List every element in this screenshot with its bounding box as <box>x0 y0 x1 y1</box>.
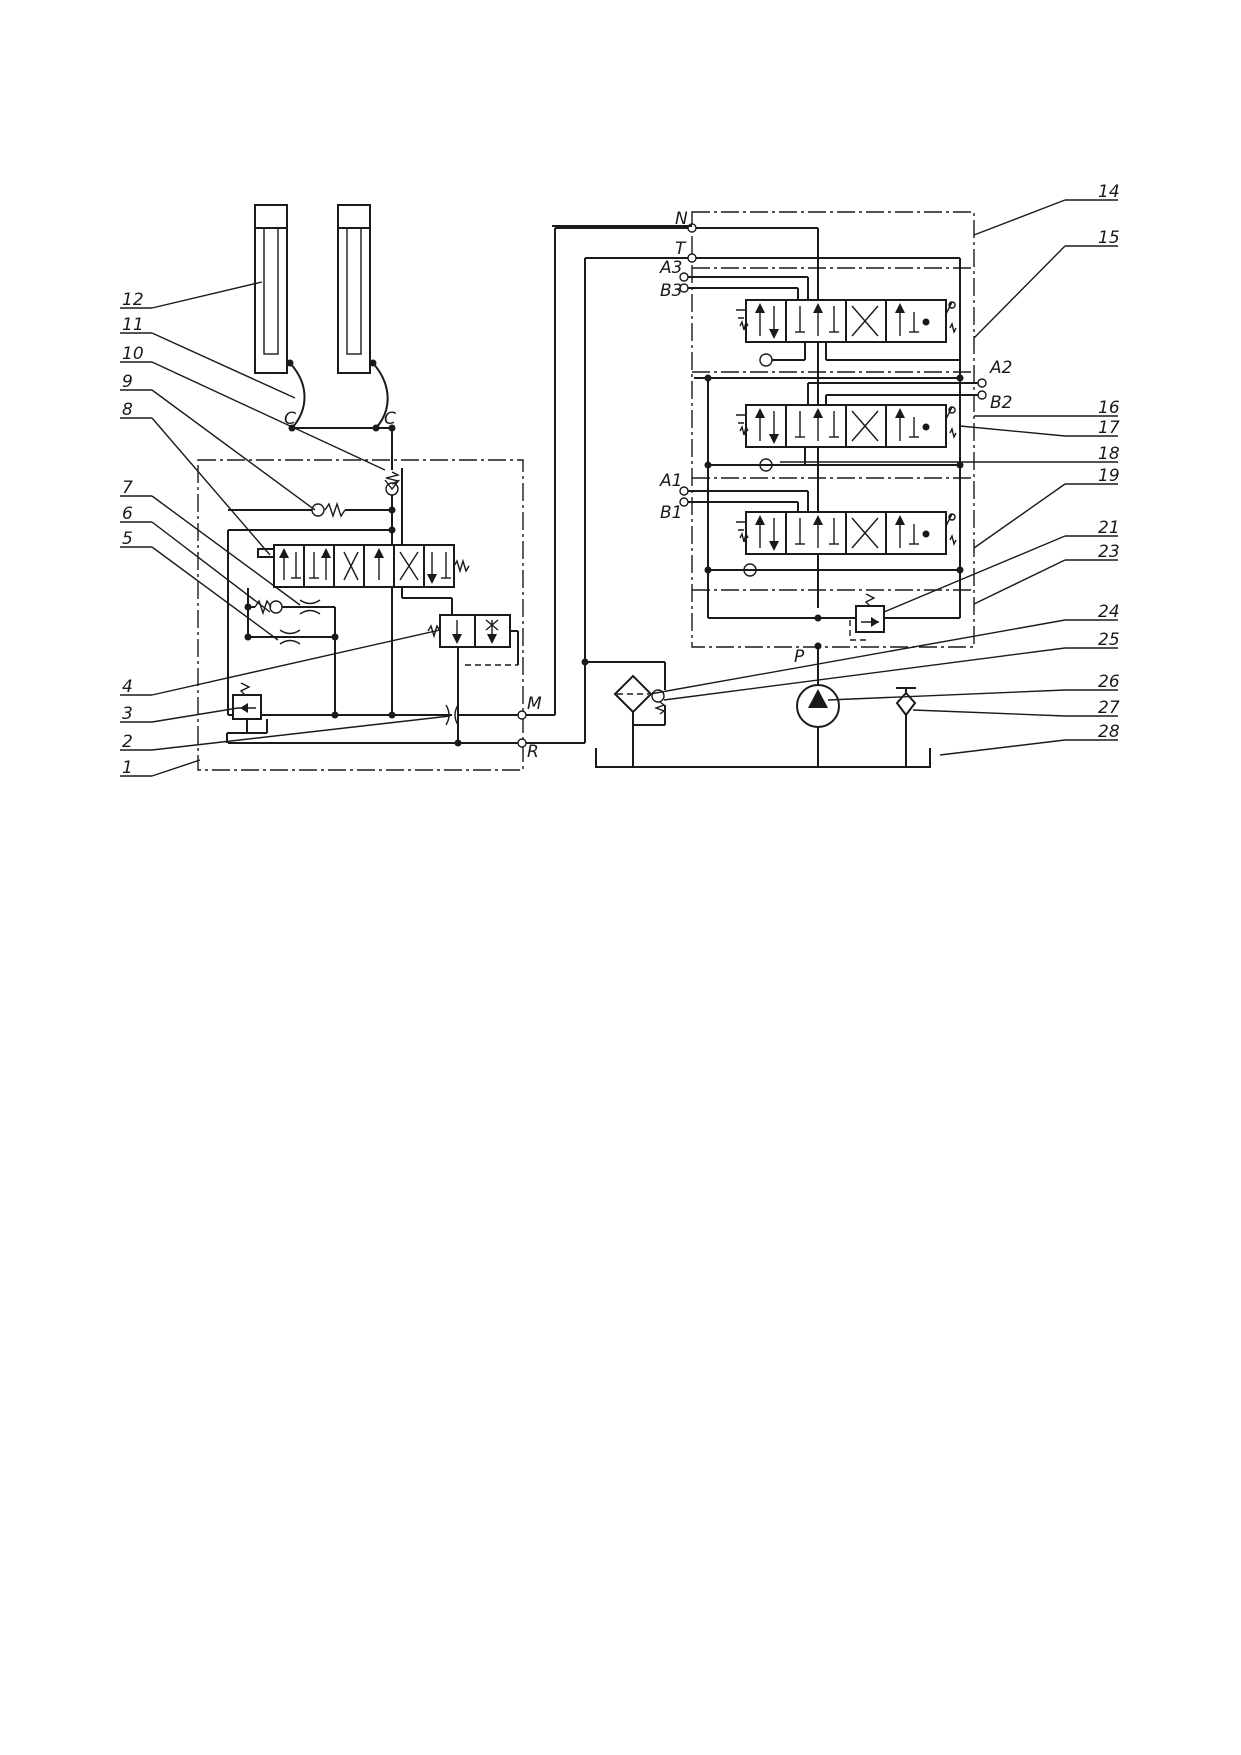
callout-label-18: 18 <box>1098 444 1120 464</box>
callout-label-9: 9 <box>122 372 133 392</box>
relief-valve-21 <box>849 593 885 641</box>
port-label-a2: A2 <box>989 358 1012 378</box>
check-valve-9 <box>311 501 346 519</box>
check-valve-10 <box>384 471 401 496</box>
port-label-b1: B1 <box>660 503 682 523</box>
callout-7: 7 <box>120 478 301 606</box>
cylinder-right <box>337 204 371 374</box>
callout-label-26: 26 <box>1098 672 1120 692</box>
directional-valve-section-3 <box>736 299 957 343</box>
callout-label-23: 23 <box>1098 542 1120 562</box>
port-label-t: T <box>675 239 687 259</box>
callout-10: 10 <box>120 344 386 471</box>
callout-label-7: 7 <box>122 478 133 498</box>
port-label-p: P <box>794 647 805 667</box>
callout-label-3: 3 <box>122 704 133 724</box>
callout-label-11: 11 <box>122 315 144 335</box>
callout-17: 17 <box>959 418 1120 438</box>
callout-4: 4 <box>120 629 441 697</box>
callout-27: 27 <box>912 698 1120 718</box>
filter-24 <box>613 661 666 726</box>
port-label-b3: B3 <box>660 281 682 301</box>
directional-valve-section-1 <box>736 511 957 555</box>
callout-23: 23 <box>973 542 1120 605</box>
callout-28: 28 <box>939 722 1120 756</box>
callout-24: 24 <box>649 602 1120 695</box>
port-label-b2: B2 <box>990 393 1012 413</box>
pump-26 <box>796 684 840 728</box>
port-label-n: N <box>675 209 688 229</box>
callout-label-16: 16 <box>1098 398 1120 418</box>
callout-21: 21 <box>883 518 1120 613</box>
callout-9: 9 <box>120 372 316 511</box>
callout-16: 16 <box>974 398 1120 418</box>
callout-14: 14 <box>973 182 1120 236</box>
callout-label-6: 6 <box>122 504 133 524</box>
check-valve-25 <box>651 689 666 715</box>
callout-2: 2 <box>120 715 451 752</box>
callout-label-5: 5 <box>122 529 133 549</box>
hose-left <box>289 362 306 429</box>
control-block-1 <box>197 459 524 771</box>
tank-28 <box>595 748 931 768</box>
callout-1: 1 <box>120 758 201 778</box>
left-callouts: 12 11 10 9 8 7 6 5 4 3 2 1 <box>120 281 451 778</box>
directional-valve-section-2 <box>736 404 957 448</box>
directional-valve-8 <box>257 544 470 588</box>
callout-label-24: 24 <box>1098 602 1120 622</box>
port-label-a3: A3 <box>659 258 682 278</box>
callout-label-14: 14 <box>1098 182 1120 202</box>
valve-4 <box>427 614 519 666</box>
port-label-r: R <box>527 742 539 762</box>
callout-18: 18 <box>780 444 1120 464</box>
callout-label-25: 25 <box>1098 630 1120 650</box>
callout-8: 8 <box>120 400 271 556</box>
check-valve-section-1 <box>743 563 757 577</box>
callout-12: 12 <box>120 281 263 310</box>
callout-label-1: 1 <box>122 758 133 778</box>
throttle-5 <box>279 629 301 645</box>
breather-27 <box>895 687 917 767</box>
callout-label-15: 15 <box>1098 228 1120 248</box>
callout-15: 15 <box>973 228 1120 339</box>
callout-label-27: 27 <box>1098 698 1120 718</box>
callout-label-19: 19 <box>1098 466 1120 486</box>
callout-3: 3 <box>120 704 239 724</box>
callout-label-12: 12 <box>122 290 144 310</box>
throttle-6 <box>299 599 321 615</box>
callout-19: 19 <box>973 466 1120 549</box>
callout-label-2: 2 <box>122 732 133 752</box>
callout-label-17: 17 <box>1098 418 1120 438</box>
check-valve-section-3 <box>759 353 773 367</box>
cylinder-left <box>254 204 288 374</box>
port-label-c2: C <box>384 409 396 429</box>
callout-label-10: 10 <box>122 344 144 364</box>
port-label-a1: A1 <box>659 471 682 491</box>
hose-right <box>372 362 389 429</box>
callout-25: 25 <box>663 630 1120 701</box>
control-block-14 <box>691 211 975 648</box>
callout-26: 26 <box>827 672 1120 701</box>
callout-label-28: 28 <box>1098 722 1120 742</box>
callout-label-21: 21 <box>1098 518 1120 538</box>
callout-5: 5 <box>120 529 279 641</box>
relief-valve-3 <box>227 682 268 734</box>
callout-label-8: 8 <box>122 400 133 420</box>
callout-6: 6 <box>120 504 271 613</box>
callout-11: 11 <box>120 315 296 399</box>
callout-label-4: 4 <box>122 677 133 697</box>
port-label-m: M <box>527 694 542 714</box>
